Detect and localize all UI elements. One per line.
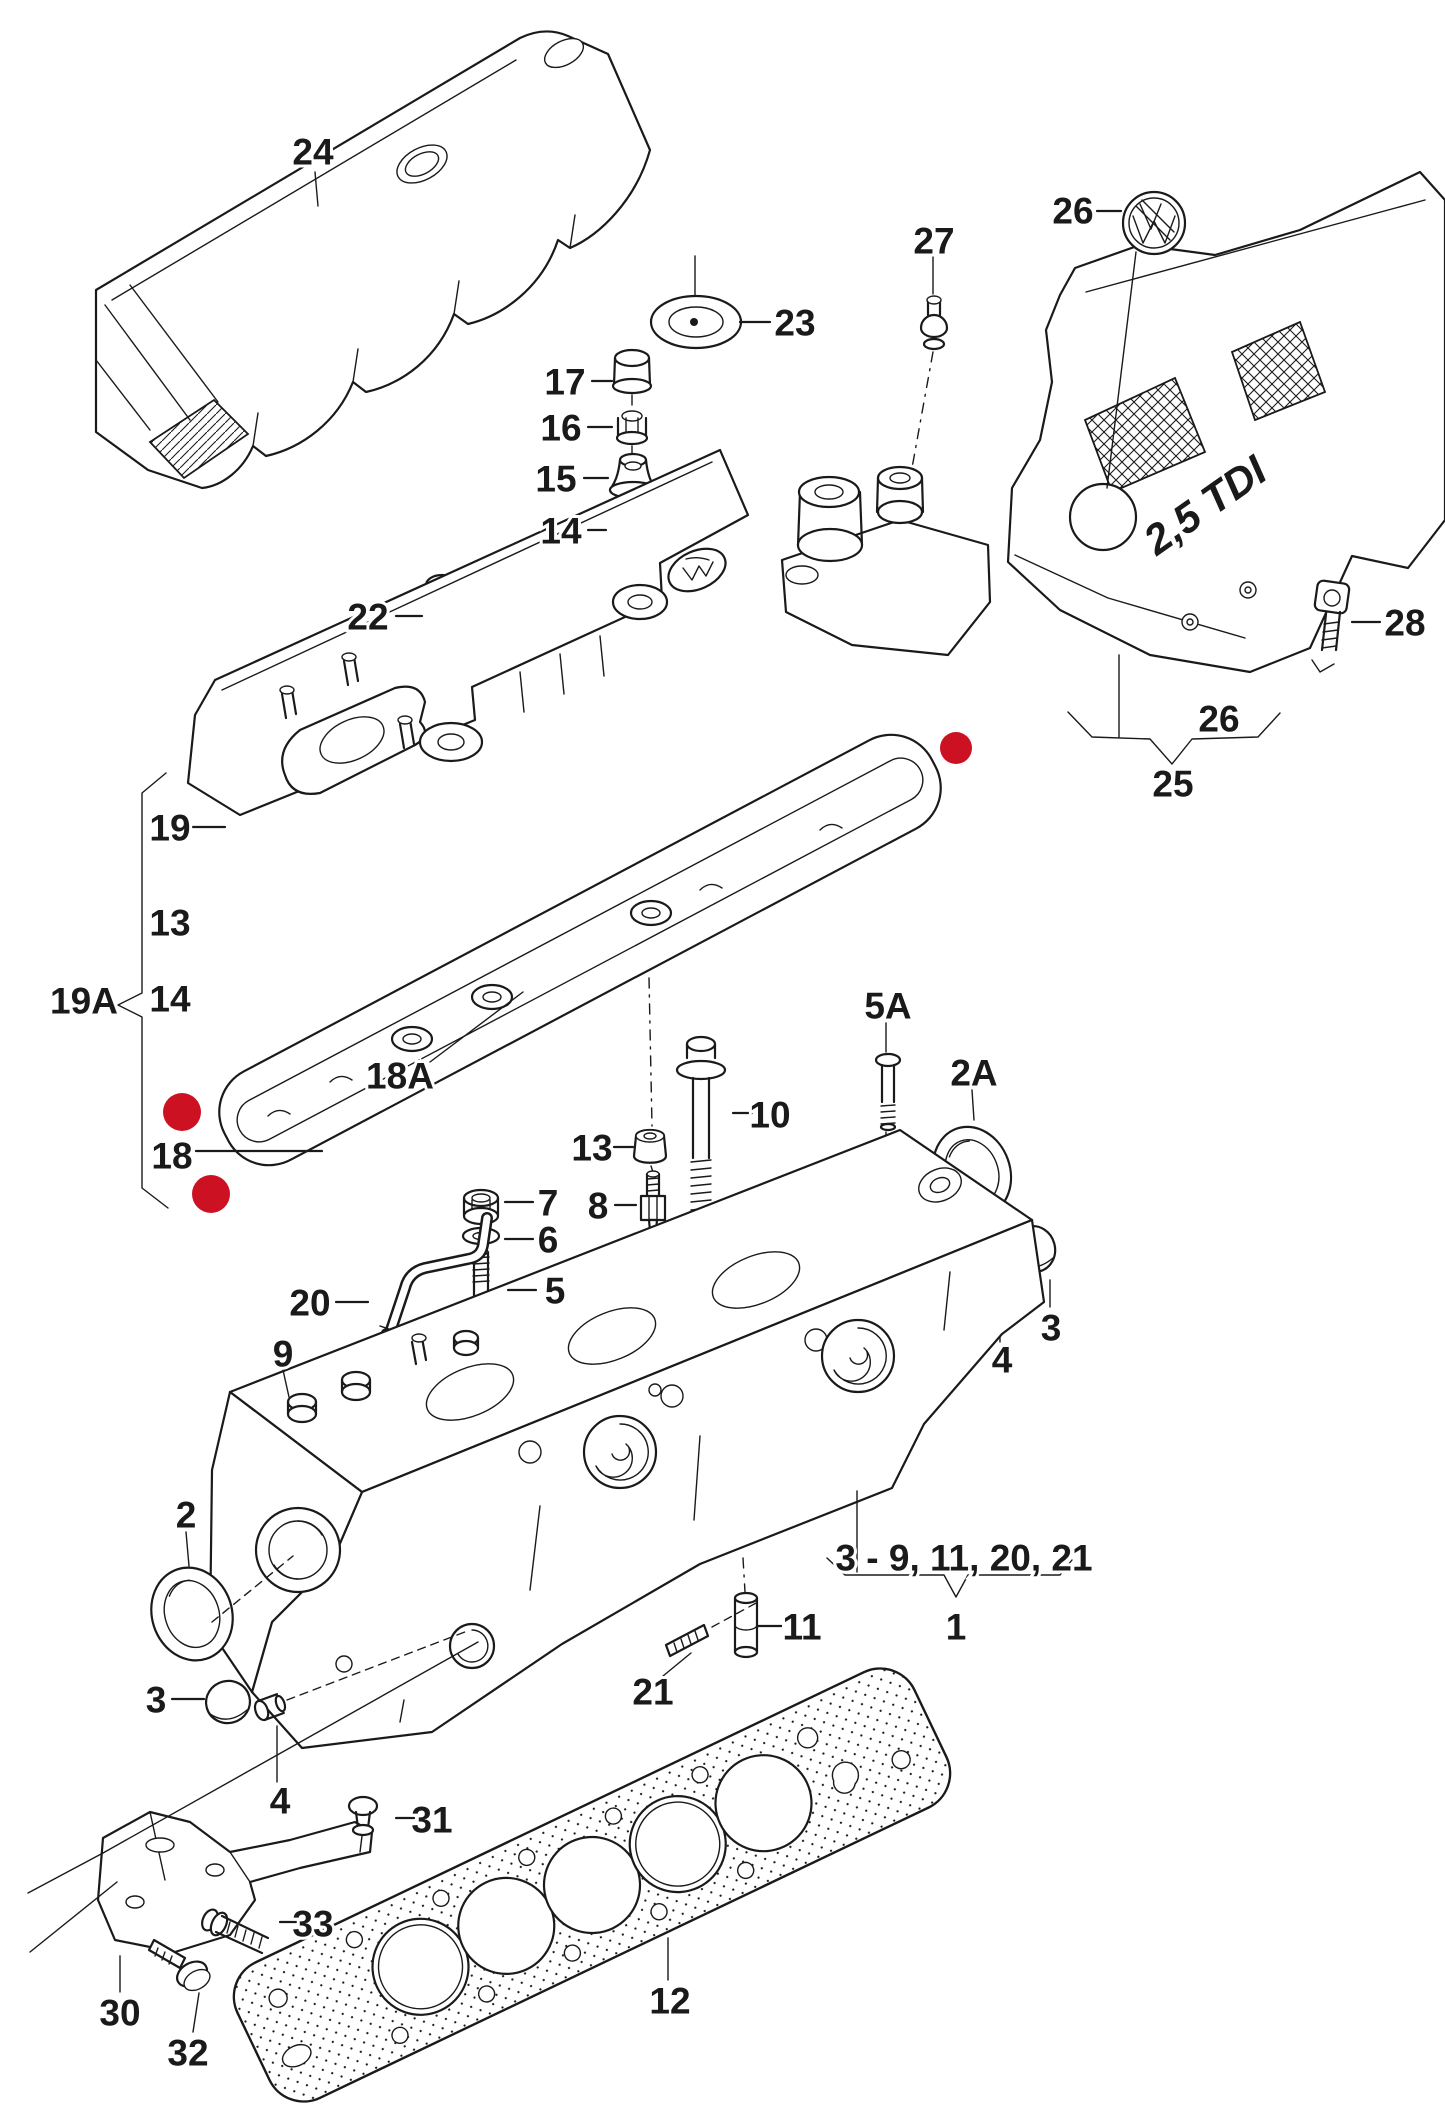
head-stud-nuts xyxy=(286,1329,480,1424)
bolt-28-drawing xyxy=(1311,579,1351,673)
callout-2: 2 xyxy=(176,1495,197,1536)
callout-13: 13 xyxy=(571,1128,612,1169)
callout-3-right: 3 xyxy=(1041,1308,1062,1349)
callout-15: 15 xyxy=(535,459,576,500)
callout-4-right: 4 xyxy=(992,1340,1013,1381)
bolt-10-drawing xyxy=(675,1035,727,1379)
red-marker-dot xyxy=(163,1093,201,1131)
callout-23: 23 xyxy=(774,303,815,344)
callout-2A: 2A xyxy=(950,1053,997,1094)
callout-4-left: 4 xyxy=(270,1781,291,1822)
callout-26-bracket: 26 xyxy=(1198,699,1239,740)
plug-4-left-drawing xyxy=(253,1629,471,1783)
callout-5A: 5A xyxy=(864,986,911,1027)
stud-21-drawing xyxy=(664,1601,759,1658)
callout-32: 32 xyxy=(167,2033,208,2074)
callout-3-left: 3 xyxy=(146,1680,167,1721)
callout-25: 25 xyxy=(1152,764,1193,805)
callout-26-emblem: 26 xyxy=(1052,191,1093,232)
bracket-30-drawing xyxy=(27,1641,479,1954)
valve-cover-drawing xyxy=(186,448,750,817)
red-marker-dot xyxy=(940,732,972,764)
callout-11: 11 xyxy=(782,1607,821,1648)
callout-8: 8 xyxy=(588,1186,609,1227)
callout-20: 20 xyxy=(289,1283,330,1324)
plug-31-drawing xyxy=(347,1795,379,1853)
vw-emblem-icon xyxy=(1106,190,1187,489)
plug-27-drawing xyxy=(911,295,949,469)
callout-1: 1 xyxy=(946,1607,967,1648)
callout-7: 7 xyxy=(538,1183,559,1224)
valve-cover-gasket-drawing xyxy=(218,733,942,1167)
engine-cover-drawing: 2,5 TDI xyxy=(1006,170,1445,674)
callout-16: 16 xyxy=(540,408,581,449)
callout-18: 18 xyxy=(151,1136,192,1177)
callout-22: 22 xyxy=(347,597,388,638)
callout-14-upper: 14 xyxy=(540,511,582,552)
dowel-11-drawing xyxy=(733,1557,759,1659)
callout-19: 19 xyxy=(149,808,190,849)
grommet-13-drawing xyxy=(632,977,668,1164)
callout-30: 30 xyxy=(99,1993,140,2034)
callout-6: 6 xyxy=(538,1220,559,1261)
annotation-markers xyxy=(163,732,972,1213)
callout-18A: 18A xyxy=(366,1056,434,1097)
callout-14-group: 14 xyxy=(149,979,191,1020)
callout-labels: 24 23 17 16 15 14 22 27 26 28 26 25 19 1… xyxy=(47,129,1429,2077)
screw-33-drawing xyxy=(201,1908,270,1955)
callout-19A: 19A xyxy=(50,981,118,1022)
callout-10: 10 xyxy=(749,1095,790,1136)
head-gasket-drawing xyxy=(232,1667,952,2103)
callout-28: 28 xyxy=(1384,603,1425,644)
seal-2-drawing xyxy=(150,1531,294,1662)
leader-lines xyxy=(117,171,1382,1993)
callout-13-group: 13 xyxy=(149,903,190,944)
callout-21: 21 xyxy=(632,1672,673,1713)
intake-manifold-cover-drawing xyxy=(94,30,652,490)
callout-27: 27 xyxy=(913,221,954,262)
callout-5: 5 xyxy=(545,1271,566,1312)
cap-3-left-drawing xyxy=(204,1679,252,1725)
callout-12: 12 xyxy=(649,1981,690,2022)
callout-group-range: 3 - 9, 11, 20, 21 xyxy=(835,1538,1092,1579)
bolt-32-drawing xyxy=(147,1938,211,2033)
callout-33: 33 xyxy=(292,1904,333,1945)
callout-24: 24 xyxy=(292,132,334,173)
cap-23-drawing xyxy=(649,255,743,350)
cylinder-head-drawing xyxy=(208,1128,1046,1750)
callout-17: 17 xyxy=(544,362,585,403)
engine-cover-bracket-drawing xyxy=(780,465,992,657)
callout-9: 9 xyxy=(273,1334,294,1375)
vw-logo-valve-cover-icon xyxy=(667,547,727,593)
callout-31: 31 xyxy=(411,1800,452,1841)
red-marker-dot xyxy=(192,1175,230,1213)
